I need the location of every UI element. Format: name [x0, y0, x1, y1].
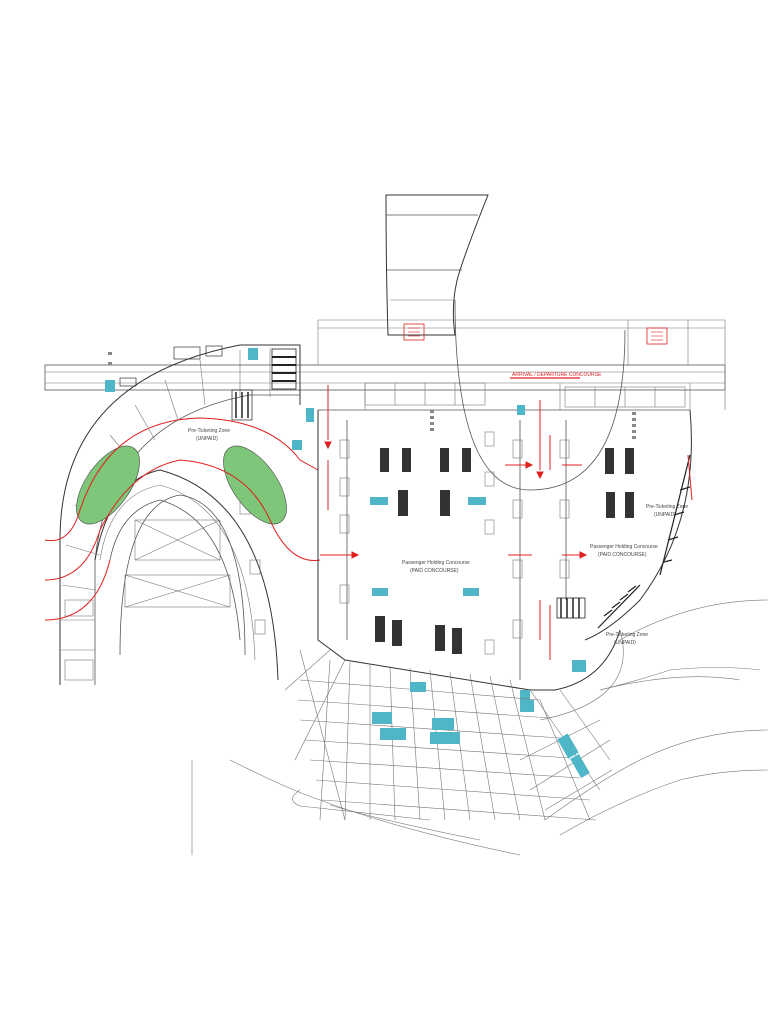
center-concourse-label: Passenger Holding Concourse — [402, 560, 470, 566]
red-flow-arrows — [320, 385, 693, 660]
lower-zone-sublabel: (UNPAID) — [614, 640, 636, 646]
center-concourse-sublabel: (PAID CONCOURSE) — [410, 568, 459, 574]
right-zone-sublabel: (UNPAID) — [654, 512, 676, 518]
site-contours — [191, 667, 768, 856]
lower-zone-label: Pre-Ticketing Zone — [606, 632, 648, 638]
left-zone-sublabel: (UNPAID) — [196, 436, 218, 442]
lower-grid-equipment — [372, 682, 590, 779]
center-concourse — [306, 299, 691, 706]
green-island-left — [76, 445, 140, 525]
inner-arch-plaza — [119, 494, 246, 656]
green-island-right — [223, 445, 287, 525]
right-zone-label: Pre-Ticketing Zone — [646, 504, 688, 510]
annotation-marks — [108, 352, 636, 439]
left-stair-cluster — [231, 348, 297, 421]
top-corridor-label: ARRIVAL / DEPARTURE CONCOURSE — [512, 372, 602, 378]
left-zone-label: Pre-Ticketing Zone — [188, 428, 230, 434]
right-concourse — [539, 409, 768, 721]
red-routes-left — [44, 417, 321, 621]
right-ticket-gates — [597, 454, 691, 629]
funnel-tower — [385, 194, 489, 336]
right-concourse-sublabel: (PAID CONCOURSE) — [598, 552, 647, 558]
top-corridor: ARRIVAL / DEPARTURE CONCOURSE — [44, 319, 726, 410]
right-concourse-label: Passenger Holding Concourse — [590, 544, 658, 550]
